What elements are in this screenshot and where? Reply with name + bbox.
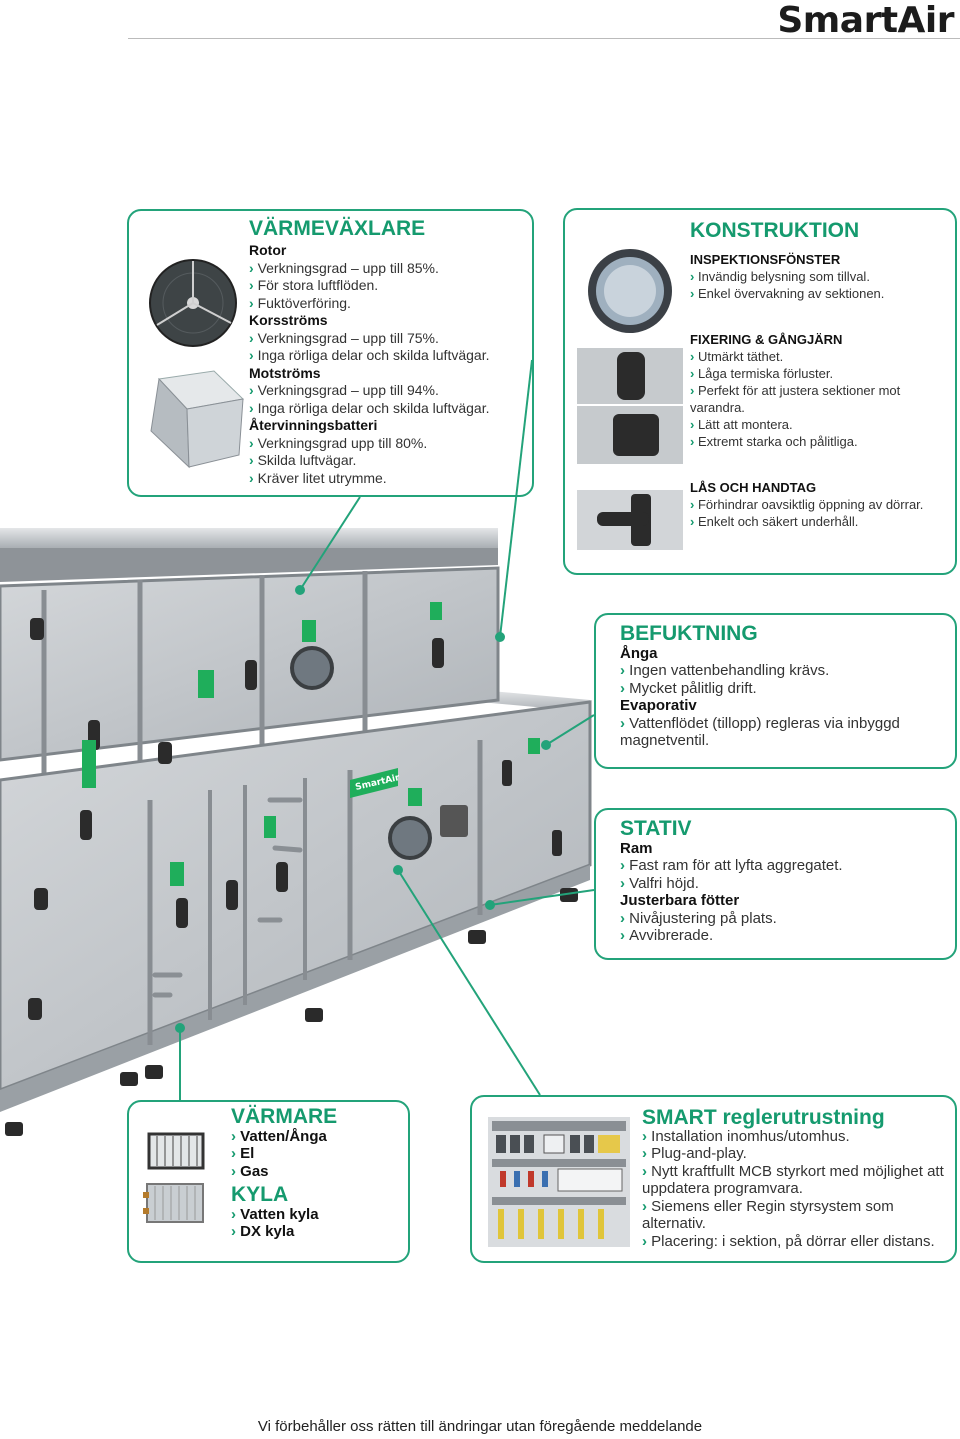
list-item: Förhindrar oavsiktlig öppning av dörrar. xyxy=(690,496,955,513)
list-item: Lätt att montera. xyxy=(690,416,955,433)
list-item: Valfri höjd. xyxy=(620,875,950,893)
list-item: Verkningsgrad – upp till 85%. xyxy=(249,260,529,278)
list-item: Enkelt och säkert underhåll. xyxy=(690,513,955,530)
justerbara-fotter-heading: Justerbara fötter xyxy=(620,892,740,909)
list-item: Enkel övervakning av sektionen. xyxy=(690,285,955,302)
stativ-panel: STATIV Ram Fast ram för att lyfta aggreg… xyxy=(594,808,957,960)
anga-heading: Ånga xyxy=(620,644,658,662)
list-item: Verkningsgrad – upp till 75%. xyxy=(249,330,529,348)
atervinningsbatteri-heading: Återvinningsbatteri xyxy=(249,417,378,433)
varmare-kyla-panel: VÄRMARE Vatten/Ånga El Gas KYLA Vatten k… xyxy=(127,1100,410,1263)
header-rule xyxy=(128,38,960,39)
cooling-coil-image xyxy=(143,1183,204,1223)
smart-panel: SMART reglerutrustning Installation inom… xyxy=(470,1095,957,1263)
list-item: Invändig belysning som tillval. xyxy=(690,268,955,285)
korsstroms-heading: Korsströms xyxy=(249,312,328,328)
inspektionsfonster-heading: INSPEKTIONSFÖNSTER xyxy=(690,252,841,267)
footer-disclaimer: Vi förbehåller oss rätten till ändringar… xyxy=(257,1418,703,1435)
list-item: Kräver litet utrymme. xyxy=(249,470,529,488)
evaporativ-heading: Evaporativ xyxy=(620,697,697,714)
list-item: Plug-and-play. xyxy=(642,1145,947,1163)
list-item: För stora luftflöden. xyxy=(249,277,529,295)
befuktning-panel: BEFUKTNING Ånga Ingen vattenbehandling k… xyxy=(594,613,957,769)
cross-flow-exchanger-image xyxy=(150,370,245,469)
air-handling-unit-illustration: SmartAir xyxy=(0,528,592,1136)
list-item: Nytt kraftfullt MCB styrkort med möjligh… xyxy=(642,1163,947,1198)
list-item: Avvibrerade. xyxy=(620,927,950,945)
stativ-title: STATIV xyxy=(620,817,692,840)
list-item: Inga rörliga delar och skilda luftvägar. xyxy=(249,400,529,418)
smart-title: SMART reglerutrustning xyxy=(642,1106,885,1129)
varmevaxlare-title: VÄRMEVÄXLARE xyxy=(249,217,426,240)
ram-heading: Ram xyxy=(620,839,653,857)
list-item: Inga rörliga delar och skilda luftvägar. xyxy=(249,347,529,365)
varmevaxlare-panel: VÄRMEVÄXLARE Rotor Verkningsgrad – upp t… xyxy=(127,209,534,497)
list-item: Fast ram för att lyfta aggregatet. xyxy=(620,857,950,875)
kyla-title: KYLA xyxy=(231,1183,289,1206)
lock-handle-image xyxy=(577,490,683,550)
list-item: Skilda luftvägar. xyxy=(249,452,529,470)
list-item: Fuktöverföring. xyxy=(249,295,529,313)
list-item: Installation inomhus/utomhus. xyxy=(642,1128,947,1146)
brand-logo: SmartAir xyxy=(777,0,954,41)
varmare-title: VÄRMARE xyxy=(231,1105,338,1128)
hinge-image xyxy=(577,348,683,404)
list-item: Perfekt för att justera sektioner mot va… xyxy=(690,382,955,416)
list-item: Vatten/Ånga xyxy=(231,1128,406,1146)
inspection-window-image xyxy=(588,249,672,333)
konstruktion-panel: KONSTRUKTION INSPEKTIONSFÖNSTER Invändig… xyxy=(563,208,957,575)
rotor-heading: Rotor xyxy=(249,242,287,258)
list-item: Vatten kyla xyxy=(231,1206,406,1224)
befuktning-title: BEFUKTNING xyxy=(620,622,758,645)
list-item: Utmärkt täthet. xyxy=(690,348,955,365)
las-handtag-heading: LÅS OCH HANDTAG xyxy=(690,480,817,495)
list-item: Mycket pålitlig drift. xyxy=(620,680,950,698)
list-item: Placering: i sektion, på dörrar eller di… xyxy=(642,1233,947,1251)
list-item: Verkningsgrad – upp till 94%. xyxy=(249,382,529,400)
konstruktion-title: KONSTRUKTION xyxy=(690,219,860,242)
motstroms-heading: Motströms xyxy=(249,364,321,381)
list-item: Extremt starka och pålitliga. xyxy=(690,433,955,450)
list-item: Ingen vattenbehandling krävs. xyxy=(620,662,950,680)
list-item: DX kyla xyxy=(231,1223,406,1241)
list-item: Nivåjustering på plats. xyxy=(620,910,950,928)
control-cabinet-image xyxy=(488,1117,630,1247)
list-item: Gas xyxy=(231,1163,406,1181)
list-item: Vattenflödet (tillopp) regleras via inby… xyxy=(620,715,950,750)
fixering-heading: FIXERING & GÅNGJÄRN xyxy=(690,332,843,347)
list-item: El xyxy=(231,1145,406,1163)
list-item: Låga termiska förluster. xyxy=(690,365,955,382)
list-item: Siemens eller Regin styrsystem som alter… xyxy=(642,1198,947,1233)
list-item: Verkningsgrad upp till 80%. xyxy=(249,435,529,453)
rotor-wheel-image xyxy=(149,259,237,347)
fixing-image xyxy=(577,406,683,464)
heater-coil-image xyxy=(147,1132,205,1170)
